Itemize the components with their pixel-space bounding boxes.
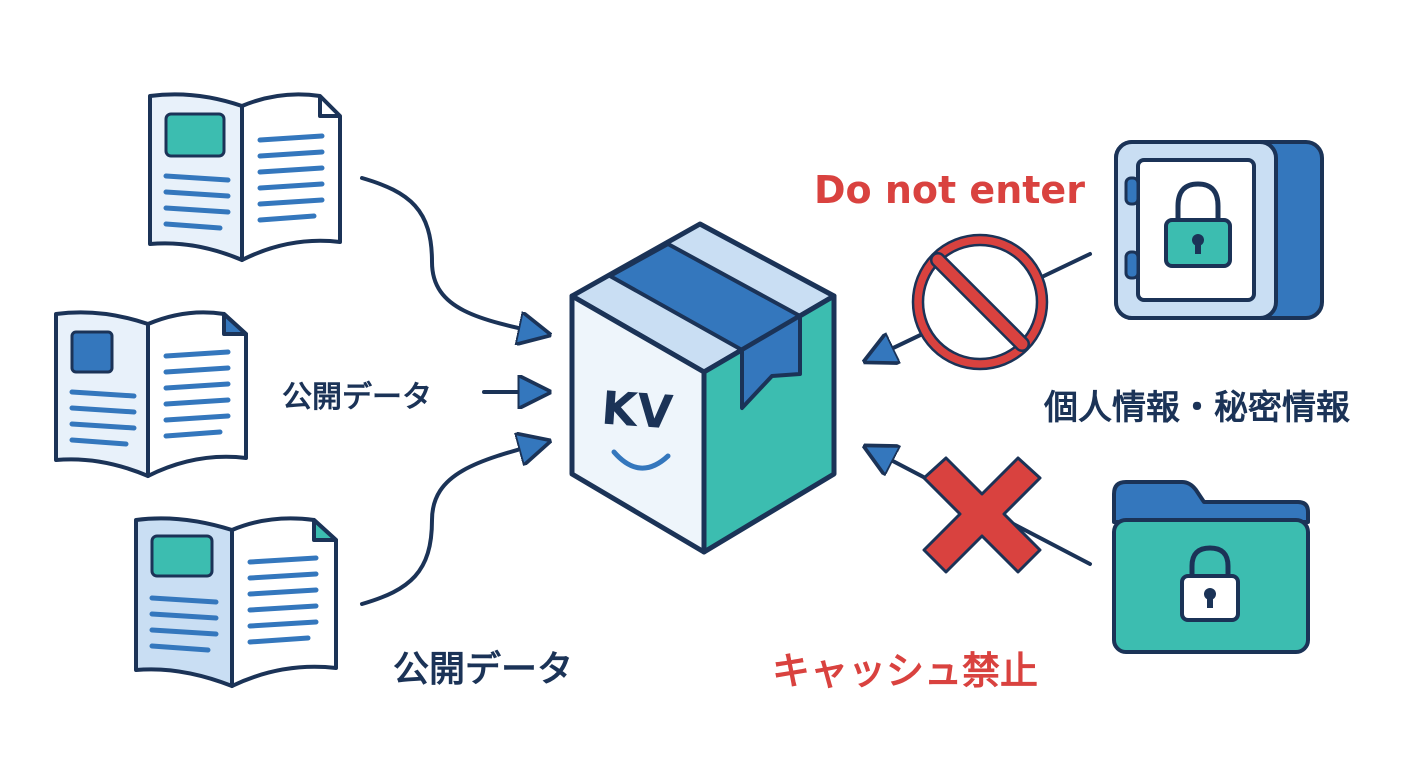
public-data-label-middle: 公開データ <box>282 380 432 415</box>
safe-lock-icon <box>1114 140 1324 320</box>
public-data-label-bottom: 公開データ <box>393 649 574 690</box>
document-top-icon <box>148 92 342 262</box>
arrow-top-to-cube <box>360 176 546 334</box>
document-bottom-icon <box>134 516 338 688</box>
no-entry-icon <box>911 233 1049 371</box>
document-middle-icon <box>54 310 248 478</box>
arrow-bottom-to-cube <box>360 442 546 606</box>
kv-cache-box-icon: KV <box>569 221 837 555</box>
smile-icon <box>611 449 671 471</box>
kv-logo-text: KV <box>600 381 675 440</box>
do-not-enter-label: Do not enter <box>814 168 1085 212</box>
cross-mark-icon <box>922 456 1042 574</box>
no-cache-label: キャッシュ禁止 <box>772 649 1039 693</box>
locked-folder-icon <box>1112 480 1310 654</box>
private-info-label: 個人情報・秘密情報 <box>1044 388 1350 428</box>
